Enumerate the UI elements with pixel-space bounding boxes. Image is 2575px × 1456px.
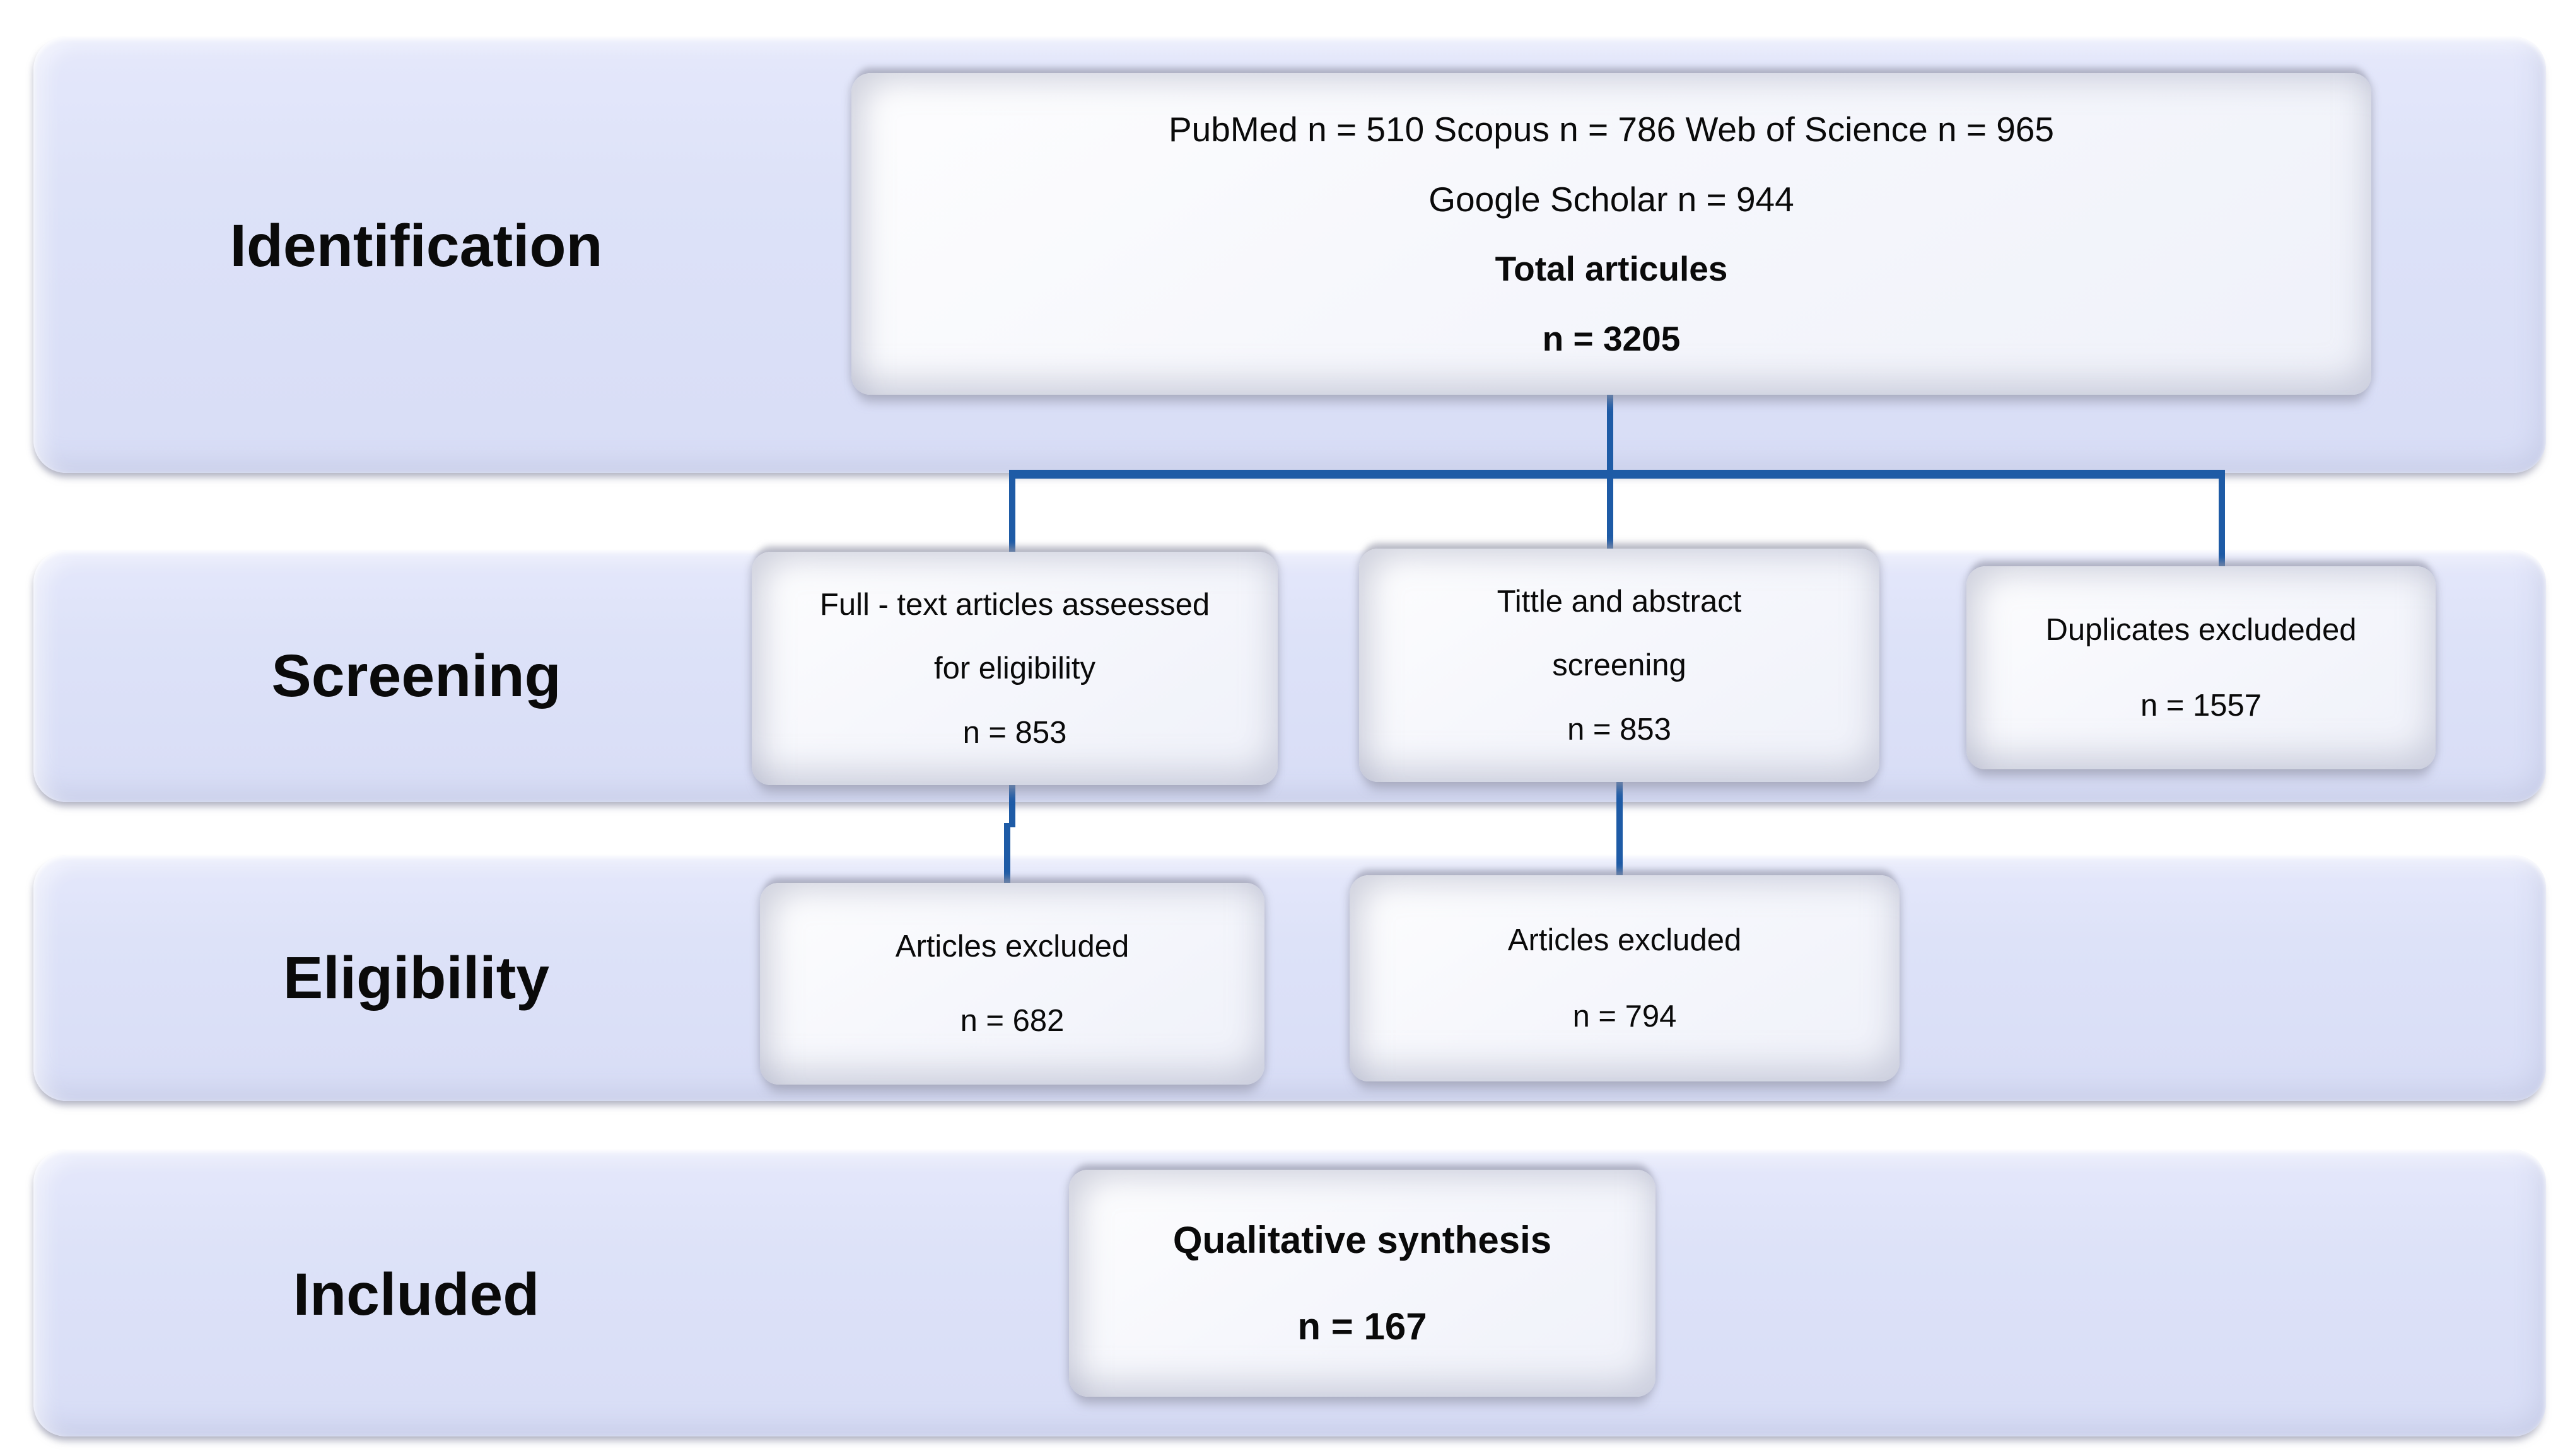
band-eligibility: [33, 855, 2546, 1101]
box-articles-excluded-title-abstract: Articles excluded n = 794: [1350, 875, 1900, 1081]
qualitative-line1: Qualitative synthesis: [1172, 1219, 1552, 1262]
excluded-title-abstract-line1: Articles excluded: [1507, 923, 1742, 957]
connector-fulltext-to-excluded-lower: [1004, 823, 1010, 885]
connector-branch-horizontal: [1009, 470, 2225, 479]
fulltext-line2: for eligibility: [934, 651, 1095, 685]
excluded-title-abstract-count: n = 794: [1572, 999, 1677, 1034]
fulltext-count: n = 853: [962, 715, 1067, 750]
duplicates-line1: Duplicates excludeded: [2045, 613, 2357, 648]
sources-total-label: Total articules: [1495, 249, 1728, 289]
fulltext-line1: Full - text articles asseessed: [819, 587, 1210, 622]
sources-total-count: n = 3205: [1542, 319, 1681, 359]
box-identification-sources: PubMed n = 510 Scopus n = 786 Web of Sci…: [851, 73, 2371, 395]
row-label-identification: Identification: [230, 213, 603, 279]
title-abstract-count: n = 853: [1567, 712, 1671, 747]
connector-title-abstract-to-excluded: [1616, 782, 1623, 878]
connector-branch-to-title-abstract: [1607, 477, 1613, 552]
box-title-abstract-screening: Tittle and abstract screening n = 853: [1359, 549, 1879, 782]
sources-google-scholar-line: Google Scholar n = 944: [1428, 179, 1794, 219]
excluded-fulltext-count: n = 682: [960, 1004, 1065, 1039]
connector-branch-to-fulltext: [1009, 477, 1015, 555]
title-abstract-line1: Tittle and abstract: [1497, 584, 1742, 619]
title-abstract-line2: screening: [1552, 648, 1686, 682]
row-label-eligibility: Eligibility: [283, 945, 550, 1011]
duplicates-count: n = 1557: [2140, 688, 2262, 723]
box-duplicates-excluded: Duplicates excludeded n = 1557: [1966, 566, 2436, 769]
row-label-included: Included: [293, 1261, 540, 1328]
box-fulltext-assessed: Full - text articles asseessed for eligi…: [752, 552, 1278, 785]
box-articles-excluded-fulltext: Articles excluded n = 682: [760, 883, 1264, 1085]
connector-sources-to-branch: [1607, 391, 1613, 475]
connector-branch-to-duplicates: [2219, 477, 2225, 570]
connector-fulltext-to-excluded-upper: [1009, 768, 1015, 827]
row-label-screening: Screening: [271, 643, 561, 709]
sources-databases-line: PubMed n = 510 Scopus n = 786 Web of Sci…: [1168, 109, 2054, 149]
box-qualitative-synthesis: Qualitative synthesis n = 167: [1069, 1170, 1655, 1397]
excluded-fulltext-line1: Articles excluded: [895, 929, 1130, 964]
qualitative-count: n = 167: [1297, 1305, 1427, 1348]
